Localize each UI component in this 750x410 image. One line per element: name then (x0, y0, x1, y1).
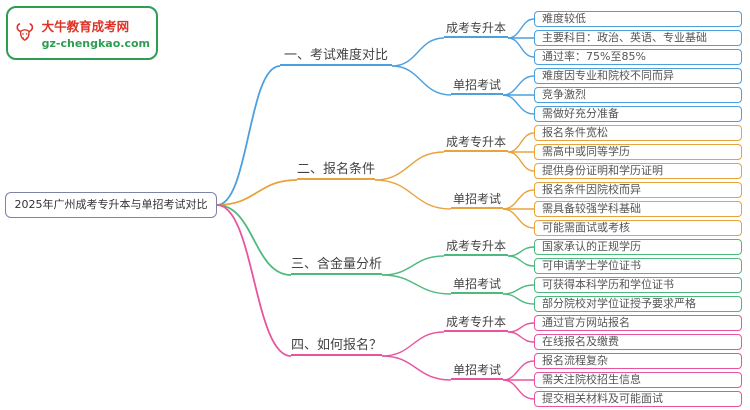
connector-path (507, 331, 535, 343)
leaf-node: 竞争激烈 (534, 87, 742, 103)
connector-path (507, 37, 535, 58)
connector-path (391, 65, 452, 96)
connector-path (381, 355, 452, 381)
leaf-node: 需做好充分准备 (534, 106, 742, 122)
leaf-node: 需具备较强学科基础 (534, 201, 742, 217)
leaf-node: 在线报名及缴费 (534, 334, 742, 350)
connector-path (507, 151, 535, 172)
leaf-node: 报名条件因院校而异 (534, 182, 742, 198)
connector-path (216, 204, 292, 357)
connector-path (381, 255, 445, 276)
connector-path (502, 379, 535, 400)
group-label-danzhao: 单招考试 (451, 363, 503, 380)
group-label-danzhao: 单招考试 (451, 78, 503, 95)
connector-path (502, 75, 535, 96)
group-label-danzhao: 单招考试 (451, 277, 503, 294)
connector-path (502, 208, 535, 229)
connector-path (502, 94, 535, 115)
leaf-node: 通过率：75%至85% (534, 49, 742, 65)
leaf-node: 主要科目：政治、英语、专业基础 (534, 30, 742, 46)
leaf-node: 难度因专业和院校不同而异 (534, 68, 742, 84)
connector-path (502, 293, 535, 305)
root-node: 2025年广州成考专升本与单招考试对比 (5, 192, 217, 218)
leaf-node: 提交相关材料及可能面试 (534, 391, 742, 407)
leaf-node: 部分院校对学位证授予要求严格 (534, 296, 742, 312)
leaf-node: 难度较低 (534, 11, 742, 27)
branch-label-difficulty: 一、考试难度对比 (280, 48, 392, 66)
branch-label-how-to-apply: 四、如何报名？ (291, 338, 382, 356)
group-label-chengkao: 成考专升本 (444, 239, 508, 256)
leaf-node: 可能需面试或考核 (534, 220, 742, 236)
group-label-danzhao: 单招考试 (451, 192, 503, 209)
leaf-node: 提供身份证明和学历证明 (534, 163, 742, 179)
connector-path (507, 132, 535, 153)
leaf-node: 报名条件宽松 (534, 125, 742, 141)
group-label-chengkao: 成考专升本 (444, 315, 508, 332)
connector-path (216, 204, 292, 276)
leaf-node: 需高中或同等学历 (534, 144, 742, 160)
connector-path (502, 284, 535, 295)
connector-path (374, 151, 445, 181)
logo-text: 大牛教育成考网 gz-chengkao.com (42, 16, 150, 50)
leaf-node: 报名流程复杂 (534, 353, 742, 369)
connector-path (391, 37, 445, 67)
connector-path (507, 18, 535, 39)
connector-path (502, 189, 535, 210)
group-label-chengkao: 成考专升本 (444, 21, 508, 38)
leaf-node: 可获得本科学历和学位证书 (534, 277, 742, 293)
group-label-chengkao: 成考专升本 (444, 135, 508, 152)
logo-url: gz-chengkao.com (41, 37, 150, 50)
leaf-node: 国家承认的正规学历 (534, 239, 742, 255)
connector-path (507, 255, 535, 267)
leaf-node: 需关注院校招生信息 (534, 372, 742, 388)
site-logo: 大牛教育成考网 gz-chengkao.com (6, 6, 158, 60)
bull-logo-icon (16, 23, 34, 41)
connector-path (374, 179, 452, 210)
leaf-node: 可申请学士学位证书 (534, 258, 742, 274)
leaf-node: 通过官方网站报名 (534, 315, 742, 331)
connector-path (507, 322, 535, 333)
connector-path (381, 331, 445, 357)
connector-path (502, 360, 535, 381)
logo-title: 大牛教育成考网 (41, 19, 130, 34)
connector-path (507, 246, 535, 257)
connector-path (381, 274, 452, 295)
branch-label-value: 三、含金量分析 (291, 257, 382, 275)
branch-label-requirements: 二、报名条件 (297, 162, 375, 180)
connector-path (216, 65, 281, 206)
connector-path (216, 179, 298, 206)
